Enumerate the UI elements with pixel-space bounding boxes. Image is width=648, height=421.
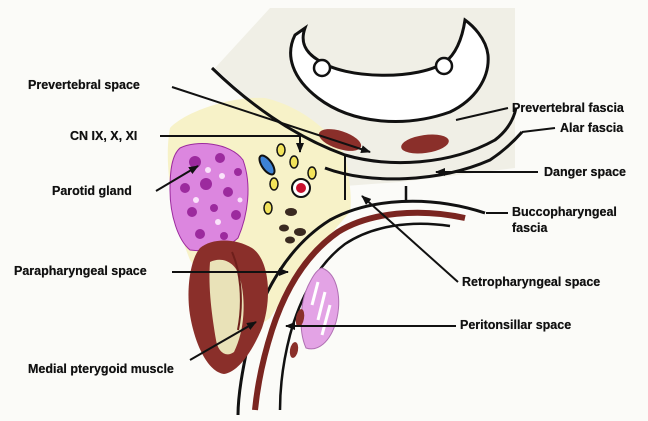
- nerve-1: [277, 144, 285, 156]
- leader-alar-fascia: [522, 128, 555, 132]
- nerve-3: [308, 167, 316, 179]
- nerve-2: [290, 156, 298, 168]
- nerve-4: [270, 178, 278, 190]
- foramen-right: [436, 58, 452, 74]
- internal-carotid-artery: [296, 183, 306, 193]
- label-buccopharyngeal-2: fascia: [512, 221, 547, 235]
- label-buccopharyngeal-1: Buccopharyngeal: [512, 205, 617, 219]
- nerve-5: [264, 202, 272, 214]
- foramen-left: [314, 60, 330, 76]
- label-parapharyngeal-space: Parapharyngeal space: [14, 264, 147, 278]
- label-alar-fascia: Alar fascia: [560, 121, 623, 135]
- label-retropharyngeal-space: Retropharyngeal space: [462, 275, 600, 289]
- leader-retropharyngeal: [362, 196, 458, 282]
- label-prevertebral-fascia: Prevertebral fascia: [512, 101, 624, 115]
- label-cn: CN IX, X, XI: [70, 129, 137, 143]
- tonsillar-muscle-2: [289, 341, 300, 358]
- label-medial-pterygoid: Medial pterygoid muscle: [28, 362, 174, 376]
- label-peritonsillar-space: Peritonsillar space: [460, 318, 571, 332]
- parotid-gland-shape: [170, 144, 248, 251]
- label-parotid-gland: Parotid gland: [52, 184, 132, 198]
- label-danger-space: Danger space: [544, 165, 626, 179]
- label-prevertebral-space: Prevertebral space: [28, 78, 140, 92]
